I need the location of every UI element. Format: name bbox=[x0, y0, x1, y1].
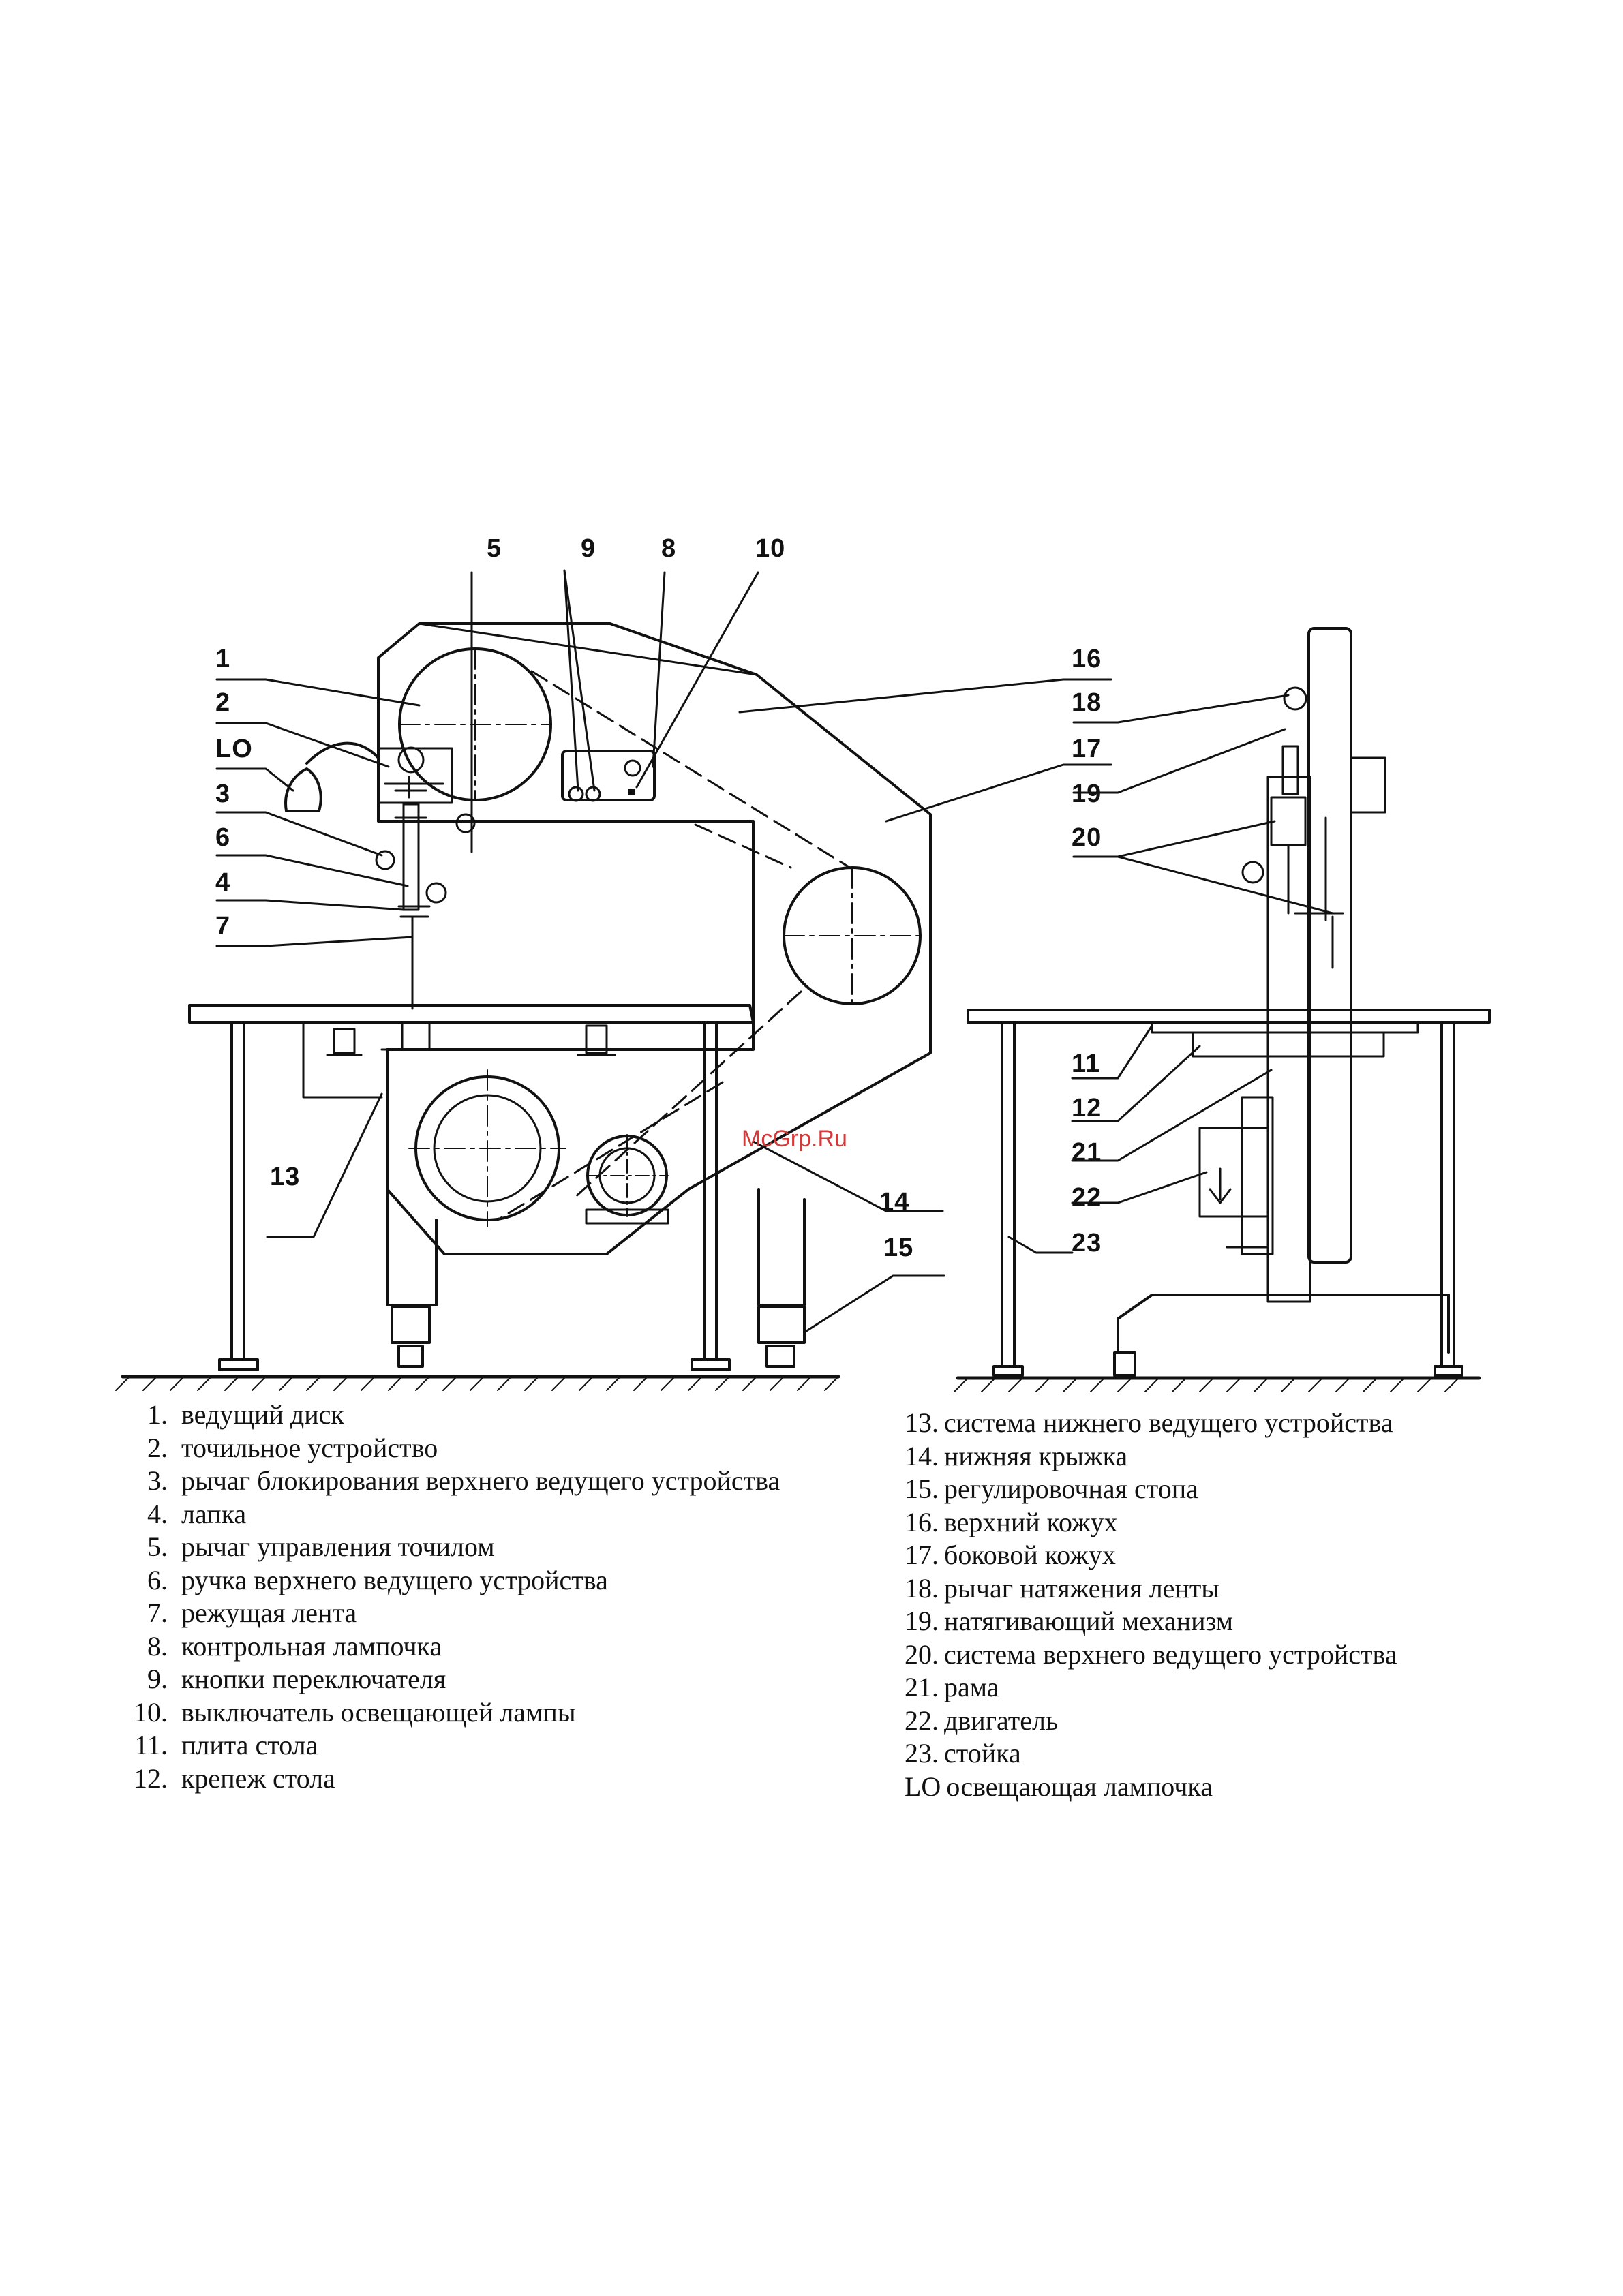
control-panel bbox=[561, 750, 656, 801]
callout-4: 4 bbox=[215, 868, 231, 897]
front-table bbox=[188, 1004, 755, 1024]
callout-23: 23 bbox=[1072, 1229, 1102, 1257]
legend-item: 6.ручка верхнего ведущего устройства bbox=[147, 1564, 608, 1595]
band-path bbox=[496, 670, 853, 1221]
legend-item: 10.выключатель освещающей лампы bbox=[134, 1696, 576, 1728]
legend-item: 2.точильное устройство bbox=[147, 1432, 438, 1463]
legend-item: 9.кнопки переключателя bbox=[147, 1664, 446, 1694]
lamp-arm bbox=[305, 741, 380, 765]
callout-15: 15 bbox=[883, 1234, 914, 1262]
legend-item: 18.рычаг натяжения ленты bbox=[905, 1572, 1220, 1604]
side-view bbox=[954, 627, 1491, 1392]
callout-14: 14 bbox=[879, 1188, 910, 1216]
callout-1: 1 bbox=[215, 645, 231, 673]
legend-item: 12.крепеж стола bbox=[134, 1762, 335, 1794]
callout-17: 17 bbox=[1072, 735, 1102, 763]
legend-item: 7.режущая лента bbox=[147, 1597, 357, 1628]
callout-11: 11 bbox=[1072, 1050, 1101, 1078]
callout-7: 7 bbox=[215, 912, 231, 940]
side-base bbox=[1117, 1294, 1450, 1354]
callout-3: 3 bbox=[215, 780, 231, 808]
legend-item: 16.верхний кожух bbox=[905, 1506, 1118, 1537]
legend-item: 13.система нижнего ведущего устройства bbox=[905, 1407, 1393, 1438]
legend-item: 3.рычаг блокирования верхнего ведущего у… bbox=[147, 1465, 780, 1496]
callout-LO: LO bbox=[215, 735, 253, 763]
front-view bbox=[115, 622, 932, 1391]
front-legs bbox=[218, 1021, 806, 1371]
legend-left: 1.ведущий диск 2.точильное устройство 3.… bbox=[123, 1398, 780, 1795]
side-motor bbox=[1198, 1127, 1269, 1218]
legend-item: 11.плита стола bbox=[134, 1730, 318, 1760]
callout-22: 22 bbox=[1072, 1183, 1102, 1212]
callout-10: 10 bbox=[755, 534, 786, 563]
lamp-shade bbox=[284, 767, 322, 812]
side-column bbox=[1266, 776, 1311, 1303]
guide-post bbox=[402, 803, 420, 911]
legend-right: 13.система нижнего ведущего устройства 1… bbox=[905, 1407, 1397, 1803]
legend-item: 5.рычаг управления точилом bbox=[147, 1531, 495, 1562]
legend-item: 20.система верхнего ведущего устройства bbox=[905, 1638, 1397, 1670]
legend-item: 17.боковой кожух bbox=[905, 1540, 1116, 1570]
callout-8: 8 bbox=[661, 534, 677, 563]
side-table bbox=[967, 1009, 1491, 1024]
callout-13: 13 bbox=[270, 1163, 301, 1191]
callout-9: 9 bbox=[581, 534, 596, 563]
legend-item: 4.лапка bbox=[147, 1498, 247, 1529]
callout-19: 19 bbox=[1072, 780, 1102, 808]
leader-lines bbox=[215, 569, 1334, 1334]
callout-18: 18 bbox=[1072, 688, 1102, 717]
callout-5: 5 bbox=[487, 534, 502, 563]
callout-6: 6 bbox=[215, 823, 231, 852]
callout-16: 16 bbox=[1072, 645, 1102, 673]
grinder bbox=[377, 747, 453, 804]
legend-item: 23.стойка bbox=[905, 1738, 1021, 1769]
casing-outline bbox=[377, 622, 932, 1255]
callout-12: 12 bbox=[1072, 1094, 1102, 1122]
legend-item: 19.натягивающий механизм bbox=[905, 1606, 1234, 1636]
callout-21: 21 bbox=[1072, 1138, 1102, 1167]
legend-item: 1.ведущий диск bbox=[147, 1399, 344, 1430]
legend-item: 22.двигатель bbox=[905, 1704, 1059, 1736]
legend-item: 15.регулировочная стопа bbox=[905, 1473, 1198, 1504]
legend-item: 8.контрольная лампочка bbox=[147, 1630, 442, 1662]
legend-item: 14.нижняя крыжка bbox=[905, 1440, 1128, 1471]
callout-20: 20 bbox=[1072, 823, 1102, 852]
callout-2: 2 bbox=[215, 688, 231, 717]
watermark: McGrp.Ru bbox=[742, 1126, 847, 1152]
upper-cover-line bbox=[418, 622, 758, 676]
legend-item: 21.рама bbox=[905, 1672, 999, 1702]
side-legs bbox=[992, 1021, 1463, 1377]
side-upper-housing bbox=[1307, 627, 1352, 1264]
